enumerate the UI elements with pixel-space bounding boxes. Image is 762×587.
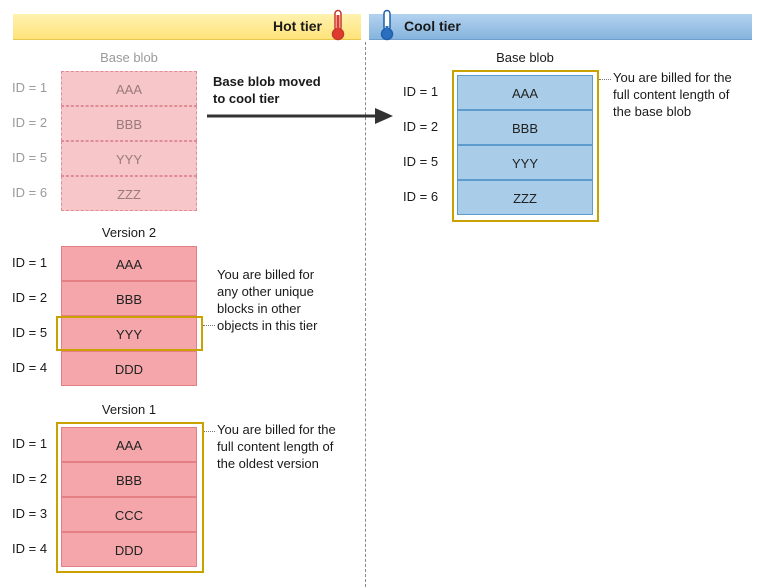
hot-base-block-2: BBB (61, 106, 197, 141)
v1-block-4: DDD (61, 532, 197, 567)
cool-note-line-2: full content length of (613, 87, 730, 102)
cool-note-connector (599, 79, 611, 80)
v2-note-connector (203, 325, 215, 326)
v2-note-line-1: You are billed for (217, 267, 315, 282)
cool-tier-bar (369, 14, 752, 40)
v1-block-2: BBB (61, 462, 197, 497)
version2-title: Version 2 (101, 225, 157, 240)
cool-base-id-4: ID = 6 (403, 189, 439, 204)
v1-note-connector (204, 431, 215, 432)
cool-note: You are billed for the full content leng… (613, 69, 732, 120)
v2-id-3: ID = 5 (12, 325, 48, 340)
hot-base-blob-title: Base blob (100, 50, 158, 65)
cool-base-id-2: ID = 2 (403, 119, 439, 134)
hot-base-block-3: YYY (61, 141, 197, 176)
moved-label-line-1: Base blob moved (213, 74, 321, 89)
v2-id-2: ID = 2 (12, 290, 48, 305)
hot-tier-bar (13, 14, 361, 40)
v1-id-1: ID = 1 (12, 436, 48, 451)
cool-note-line-1: You are billed for the (613, 70, 732, 85)
cool-base-blob-title: Base blob (496, 50, 554, 65)
v1-note-line-2: full content length of (217, 439, 334, 454)
v2-block-1: AAA (61, 246, 197, 281)
v1-highlight (56, 422, 204, 573)
v1-id-3: ID = 3 (12, 506, 48, 521)
v1-note-line-3: the oldest version (217, 456, 319, 471)
hot-base-block-1: AAA (61, 71, 197, 106)
hot-base-block-4: ZZZ (61, 176, 197, 211)
v1-block-1: AAA (61, 427, 197, 462)
thermometer-cool-icon (378, 9, 396, 46)
cool-base-block-1: AAA (457, 75, 593, 110)
thermometer-hot-icon (329, 9, 347, 46)
cool-base-id-1: ID = 1 (403, 84, 439, 99)
hot-base-id-2: ID = 2 (12, 115, 48, 130)
v2-note-line-4: objects in this tier (217, 318, 318, 333)
v1-id-4: ID = 4 (12, 541, 48, 556)
moved-label: Base blob moved to cool tier (213, 73, 321, 107)
version1-title: Version 1 (101, 402, 157, 417)
v1-note: You are billed for the full content leng… (217, 421, 336, 472)
moved-label-line-2: to cool tier (213, 91, 280, 106)
hot-tier-label: Hot tier (273, 18, 322, 34)
v2-note: You are billed for any other unique bloc… (217, 266, 317, 334)
tier-divider (365, 42, 366, 587)
v2-block-4: DDD (61, 351, 197, 386)
hot-base-id-4: ID = 6 (12, 185, 48, 200)
cool-tier-label: Cool tier (404, 18, 461, 34)
v2-block-2: BBB (61, 281, 197, 316)
cool-base-block-3: YYY (457, 145, 593, 180)
v2-unique-block-highlight (56, 316, 203, 351)
hot-base-id-3: ID = 5 (12, 150, 48, 165)
cool-base-block-2: BBB (457, 110, 593, 145)
v1-id-2: ID = 2 (12, 471, 48, 486)
v2-note-line-2: any other unique (217, 284, 314, 299)
cool-base-highlight (452, 70, 599, 222)
v1-note-line-1: You are billed for the (217, 422, 336, 437)
v2-id-4: ID = 4 (12, 360, 48, 375)
hot-base-id-1: ID = 1 (12, 80, 48, 95)
cool-note-line-3: the base blob (613, 104, 692, 119)
move-arrow (207, 108, 393, 124)
cool-base-block-4: ZZZ (457, 180, 593, 215)
v2-note-line-3: blocks in other (217, 301, 301, 316)
v2-id-1: ID = 1 (12, 255, 48, 270)
v1-block-3: CCC (61, 497, 197, 532)
cool-base-id-3: ID = 5 (403, 154, 439, 169)
